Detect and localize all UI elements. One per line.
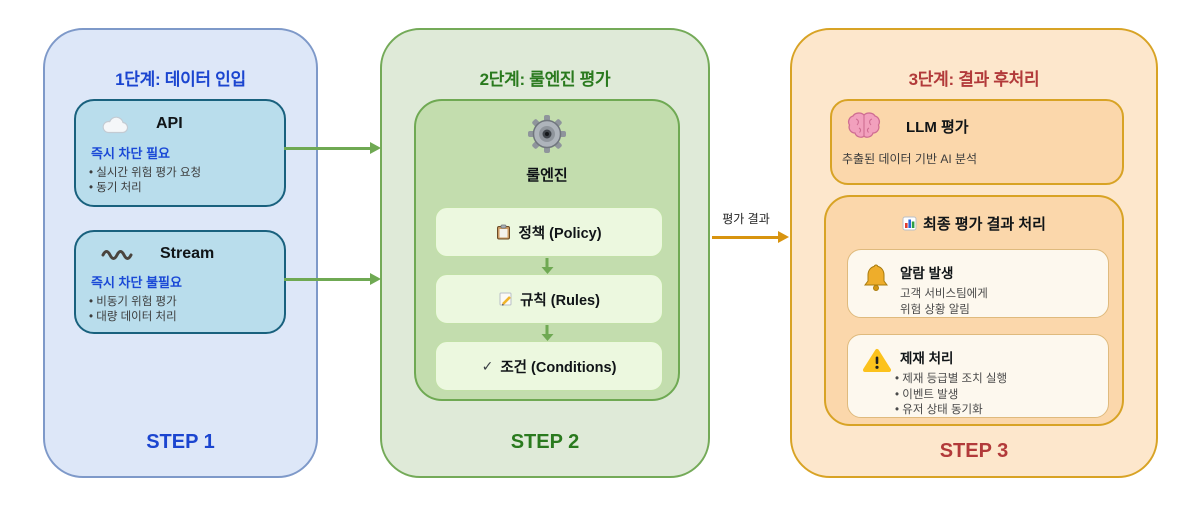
wave-icon	[100, 247, 134, 261]
down-arrow	[545, 258, 549, 267]
clipboard-icon	[496, 224, 511, 240]
stream-card-title: Stream	[160, 245, 215, 262]
api-bullet: 실시간 위험 평가 요청	[89, 166, 284, 181]
stream-card: Stream 즉시 차단 불필요 비동기 위험 평가 대량 데이터 처리	[74, 230, 286, 334]
down-arrow	[545, 325, 549, 334]
stage-rules-label: 규칙 (Rules)	[520, 292, 600, 309]
gear-icon	[527, 114, 567, 159]
panel-step1: 1단계: 데이터 인입 API 즉시 차단 필요 실시간 위험 평가 요청 동기…	[43, 28, 318, 478]
step2-label: STEP 2	[510, 431, 580, 453]
stage-policy: 정책 (Policy)	[435, 207, 663, 257]
sanction-card: 제재 처리 제재 등급별 조치 실행 이벤트 발생 유저 상태 동기화	[847, 334, 1109, 418]
api-card-bullets: 실시간 위험 평가 요청 동기 처리	[76, 166, 284, 196]
api-card: API 즉시 차단 필요 실시간 위험 평가 요청 동기 처리	[74, 99, 286, 207]
sanction-card-body: 제재 처리 제재 등급별 조치 실행 이벤트 발생 유저 상태 동기화	[900, 335, 1108, 419]
alarm-card-lines: 고객 서비스팀에게 위험 상황 알림	[900, 287, 1108, 318]
api-card-header: API	[76, 101, 284, 134]
bar-chart-icon	[902, 216, 917, 231]
llm-card-description: 추출된 데이터 기반 AI 분석	[842, 152, 978, 166]
memo-icon	[498, 291, 513, 307]
api-to-engine-arrow	[284, 142, 381, 154]
api-bullet: 동기 처리	[89, 181, 284, 196]
step1-label: STEP 1	[146, 431, 215, 453]
warning-icon	[863, 348, 891, 378]
sanction-bullet: 유저 상태 동기화	[895, 403, 1108, 419]
alarm-card-title: 알람 발생	[900, 266, 954, 281]
final-result-title: 최종 평가 결과 처리	[923, 216, 1046, 233]
alarm-card-body: 알람 발생 고객 서비스팀에게 위험 상황 알림	[900, 250, 1108, 318]
check-icon: ✓	[481, 357, 494, 374]
stage-conditions: ✓ 조건 (Conditions)	[435, 341, 663, 391]
alarm-card: 알람 발생 고객 서비스팀에게 위험 상황 알림	[847, 249, 1109, 318]
llm-card-header: LLM 평가	[832, 101, 1122, 141]
alarm-line: 위험 상황 알림	[900, 303, 970, 316]
bell-icon	[863, 263, 889, 296]
sanction-bullet: 제재 등급별 조치 실행	[895, 372, 1108, 388]
stream-card-subtitle: 즉시 차단 불필요	[91, 275, 182, 290]
step2-title: 2단계: 룰엔진 평가	[479, 70, 611, 90]
llm-card-title: LLM 평가	[906, 118, 969, 136]
evaluation-result-label: 평가 결과	[722, 212, 770, 226]
stream-bullet: 대량 데이터 처리	[89, 310, 284, 325]
rule-engine-box: 룰엔진 정책 (Policy)	[414, 99, 680, 401]
engine-to-result-arrow	[712, 231, 789, 243]
panel-step3: 3단계: 결과 후처리 LLM 평가 추출된 데이터 기반 AI 분석	[790, 28, 1158, 478]
llm-evaluation-card: LLM 평가 추출된 데이터 기반 AI 분석	[830, 99, 1124, 185]
step3-title: 3단계: 결과 후처리	[908, 70, 1040, 90]
stream-card-bullets: 비동기 위험 평가 대량 데이터 처리	[76, 295, 284, 325]
final-result-header: 최종 평가 결과 처리	[826, 213, 1122, 234]
stage-rules: 규칙 (Rules)	[435, 274, 663, 324]
cloud-icon	[100, 114, 130, 134]
stream-card-header: Stream	[76, 232, 284, 263]
api-card-title: API	[156, 115, 183, 132]
stage-policy-label: 정책 (Policy)	[518, 225, 602, 242]
alarm-line: 고객 서비스팀에게	[900, 288, 988, 300]
sanction-card-bullets: 제재 등급별 조치 실행 이벤트 발생 유저 상태 동기화	[895, 372, 1108, 419]
brain-icon	[846, 111, 882, 141]
panel-step2: 2단계: 룰엔진 평가 룰엔진	[380, 28, 710, 478]
stream-bullet: 비동기 위험 평가	[89, 295, 284, 310]
api-card-subtitle: 즉시 차단 필요	[91, 146, 170, 161]
step3-label: STEP 3	[939, 440, 1009, 462]
stream-to-engine-arrow	[284, 273, 381, 285]
sanction-card-title: 제재 처리	[900, 351, 954, 366]
step1-title: 1단계: 데이터 인입	[115, 70, 246, 90]
rule-engine-title: 룰엔진	[526, 167, 568, 184]
stage-conditions-label: 조건 (Conditions)	[500, 359, 617, 376]
final-result-card: 최종 평가 결과 처리 알람 발생 고객 서비스팀에게 위험 상황 알림	[824, 195, 1124, 426]
sanction-bullet: 이벤트 발생	[895, 388, 1108, 404]
